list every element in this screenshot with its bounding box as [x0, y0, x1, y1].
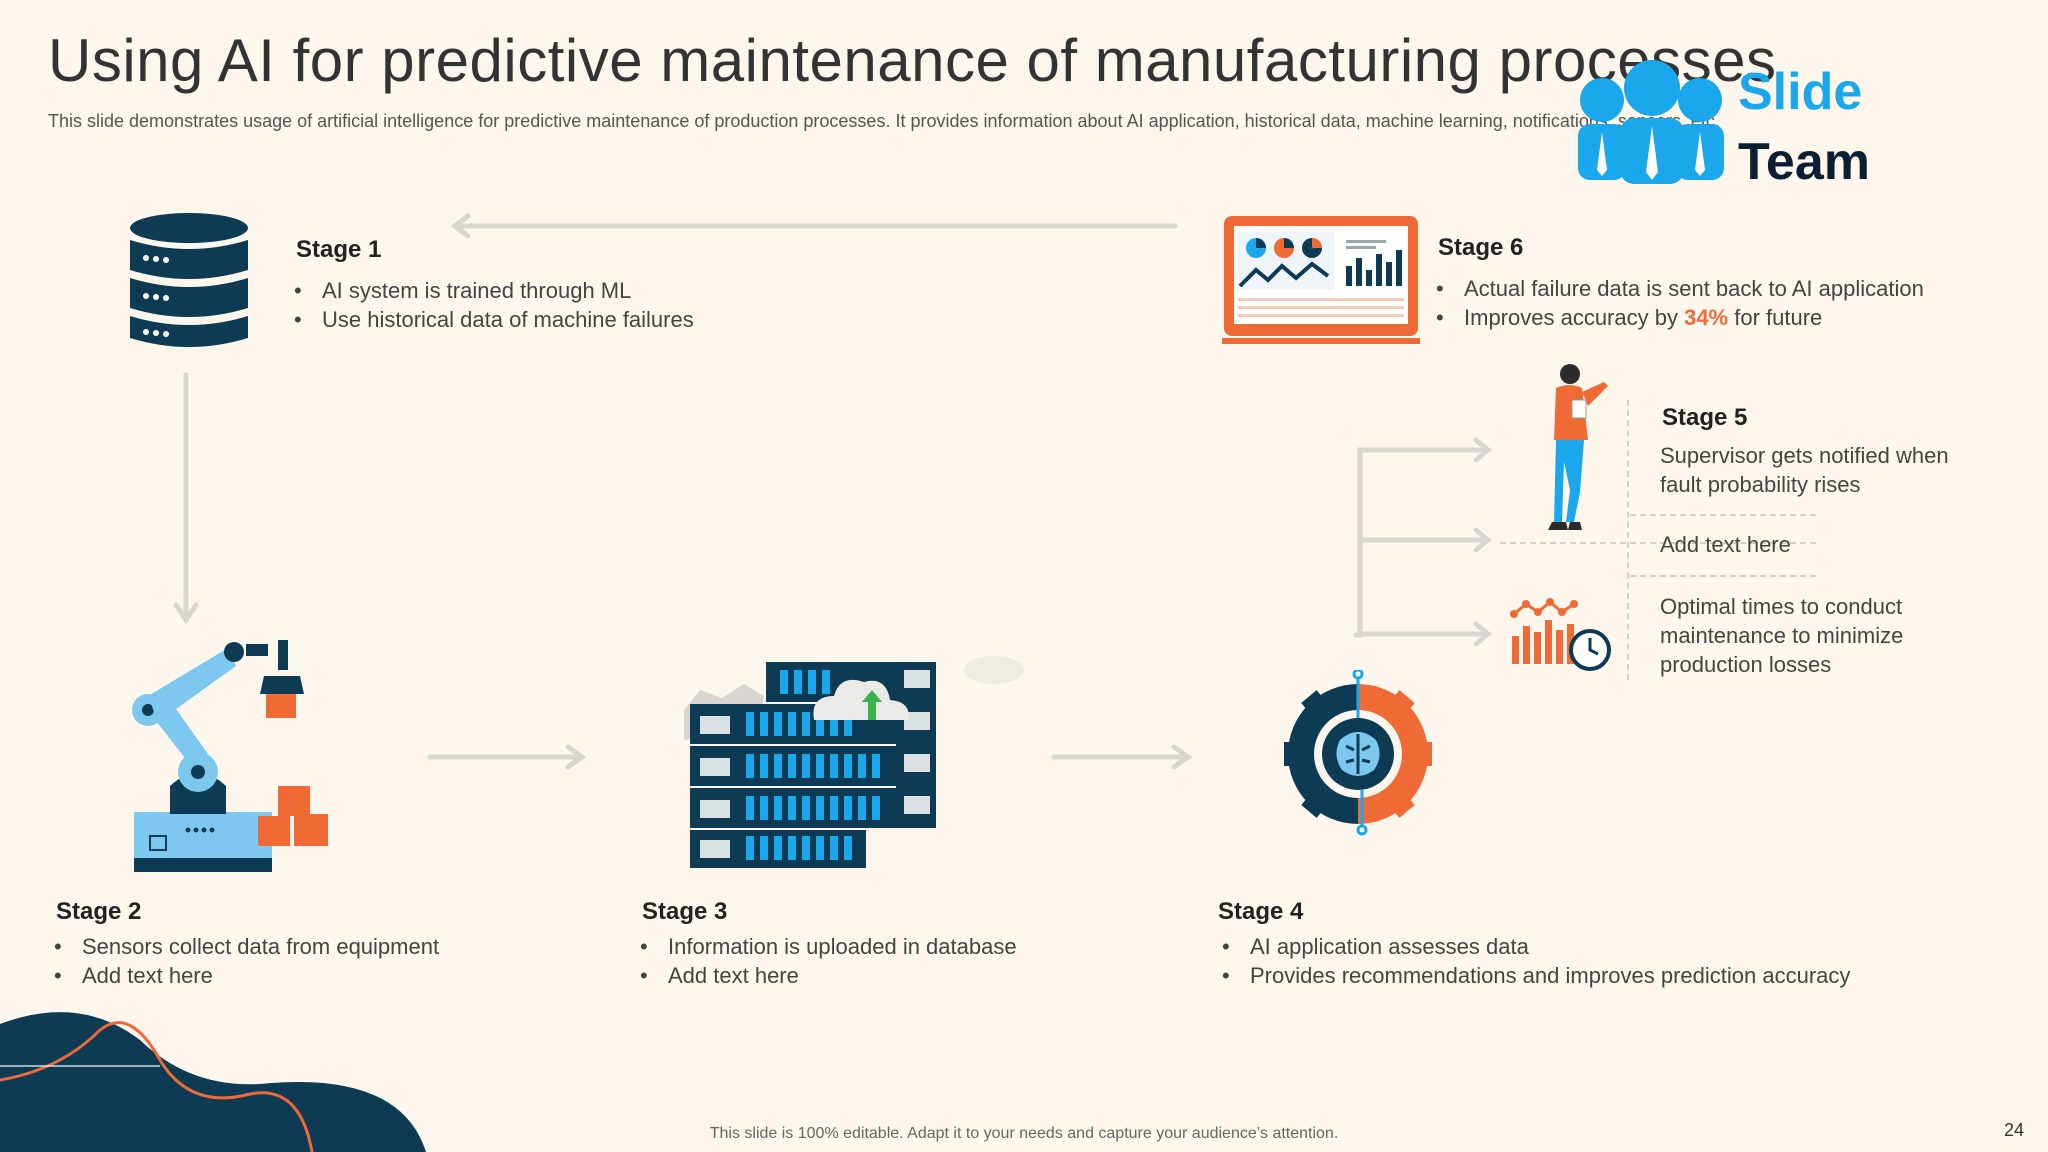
logo-text-slide: Slide — [1738, 63, 1863, 121]
supervisor-person-icon — [1548, 364, 1608, 530]
stage6-bullet-2-post: for future — [1728, 305, 1823, 330]
stage5-divider-vertical — [1627, 400, 1631, 680]
database-icon — [130, 213, 248, 347]
stage5-item-3: Optimal times to conduct maintenance to … — [1660, 594, 1904, 677]
ai-gear-icon — [1284, 670, 1432, 836]
stage2-bullet-1: Sensors collect data from equipment — [54, 932, 439, 961]
stage2-title: Stage 2 — [56, 898, 142, 925]
stage4-bullet-2: Provides recommendations and improves pr… — [1222, 961, 1850, 990]
stage1-bullet-2: Use historical data of machine failures — [294, 305, 694, 334]
page-subtitle: This slide demonstrates usage of artific… — [48, 111, 1720, 131]
stage1-bullet-1: AI system is trained through ML — [294, 276, 694, 305]
page-title: Using AI for predictive maintenance of m… — [48, 27, 1777, 94]
cloud-server-icon — [684, 656, 1024, 868]
stage2-bullets: Sensors collect data from equipment Add … — [54, 932, 439, 990]
stage5-divider-2 — [1630, 575, 1816, 577]
stage6-bullet-1: Actual failure data is sent back to AI a… — [1436, 274, 1924, 303]
stage6-bullet-2: Improves accuracy by 34% for future — [1436, 303, 1924, 332]
stage5-item-2: Add text here — [1660, 532, 1791, 557]
stage4-title: Stage 4 — [1218, 898, 1304, 925]
stage2-bullet-2: Add text here — [54, 961, 439, 990]
stage3-title: Stage 3 — [642, 898, 728, 925]
stage5-divider-1 — [1500, 542, 1816, 544]
stage3-bullet-2: Add text here — [640, 961, 1017, 990]
stage5-divider-0 — [1630, 514, 1816, 516]
stage5-title: Stage 5 — [1662, 404, 1748, 431]
dashboard-monitor-icon — [1222, 216, 1420, 344]
decorative-wave-shape — [0, 1012, 426, 1152]
stage4-bullet-1: AI application assesses data — [1222, 932, 1850, 961]
slideteam-logo — [1578, 60, 1724, 184]
page-number: 24 — [2003, 1120, 2024, 1140]
logo-text-team: Team — [1738, 133, 1870, 191]
stage1-title: Stage 1 — [296, 236, 382, 263]
arrow-stage4-to-stage5 — [1353, 437, 1492, 647]
stage1-bullets: AI system is trained through ML Use hist… — [294, 276, 694, 334]
accuracy-percent: 34% — [1684, 305, 1729, 330]
stage3-bullets: Information is uploaded in database Add … — [640, 932, 1017, 990]
stage6-bullets: Actual failure data is sent back to AI a… — [1436, 274, 1924, 332]
stage3-bullet-1: Information is uploaded in database — [640, 932, 1017, 961]
analytics-clock-icon — [1510, 598, 1611, 671]
stage6-bullet-2-pre: Improves accuracy by — [1464, 305, 1685, 330]
footer-note: This slide is 100% editable. Adapt it to… — [709, 1125, 1339, 1142]
robotic-arm-icon — [132, 640, 328, 872]
stage4-bullets: AI application assesses data Provides re… — [1222, 932, 1850, 990]
stage5-item-1: Supervisor gets notified when fault prob… — [1660, 443, 1949, 497]
stage6-title: Stage 6 — [1438, 234, 1524, 261]
